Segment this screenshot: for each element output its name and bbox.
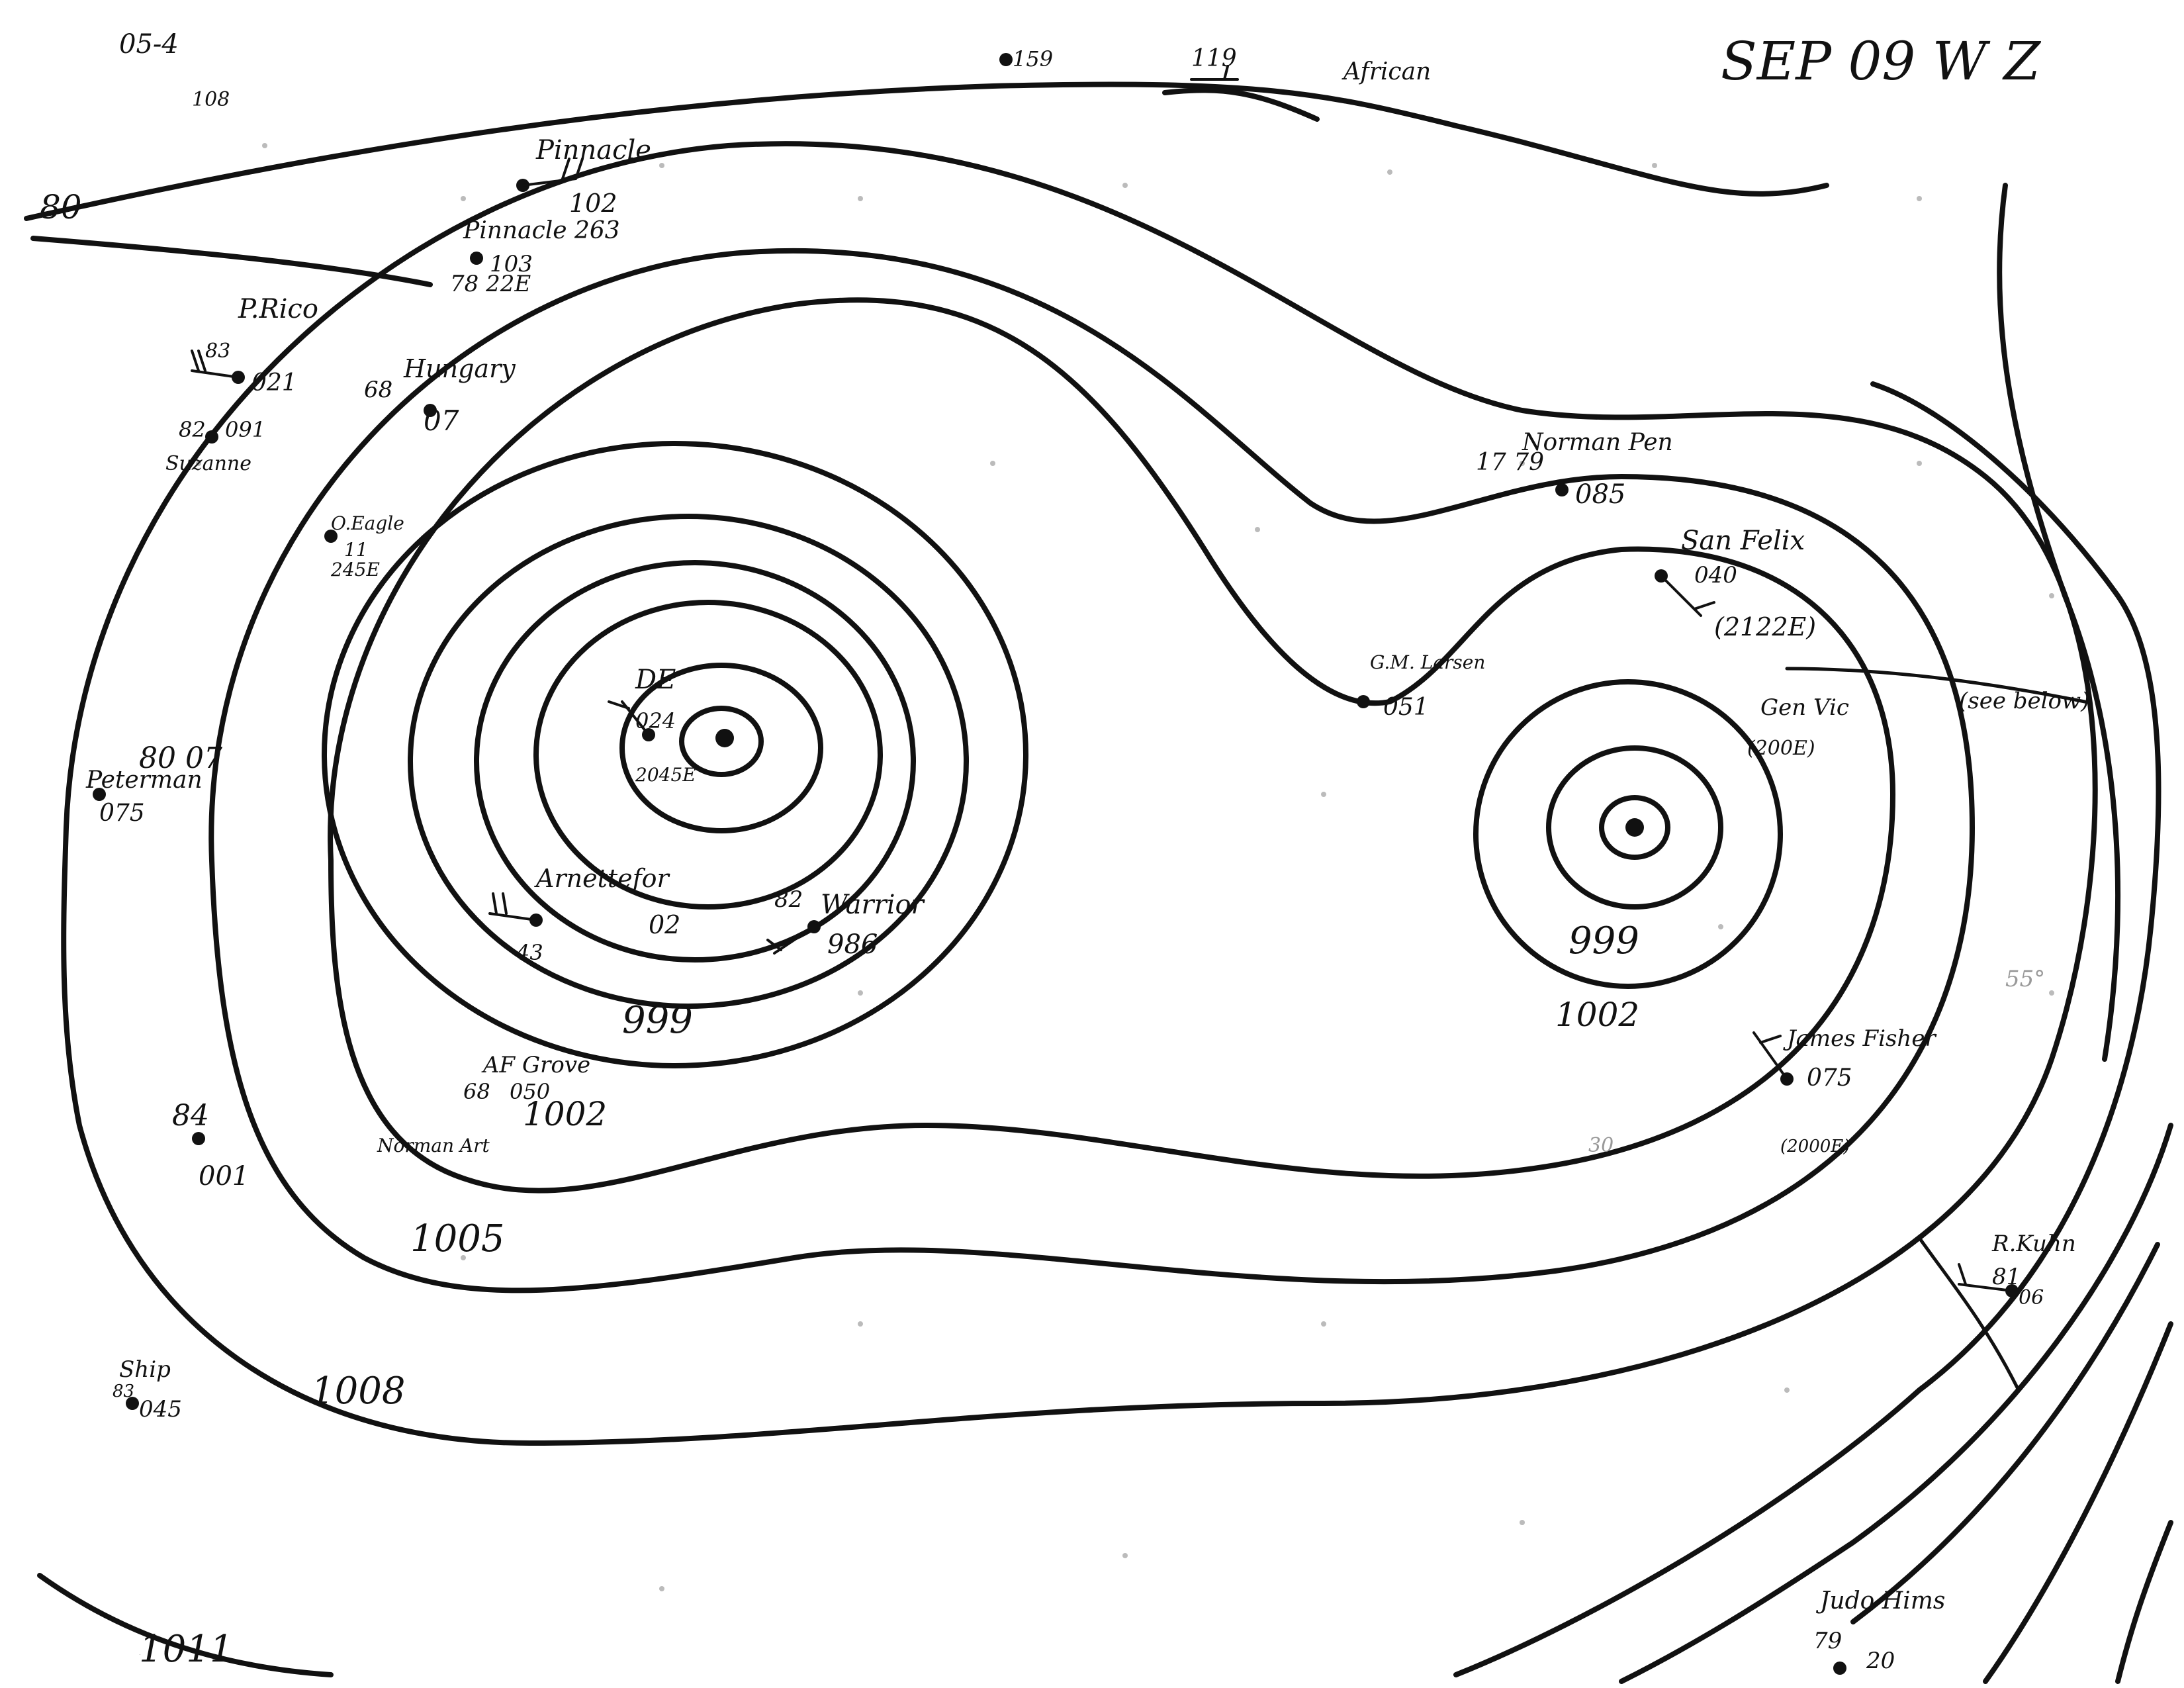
station-name: Pinnacle 263 <box>463 217 620 244</box>
station-name: Ship <box>119 1356 171 1383</box>
station-extra: 68 <box>364 377 392 403</box>
station-name: African <box>1342 58 1431 85</box>
station-pressure: 040 <box>1694 562 1737 588</box>
isobar-label: 1011 <box>139 1628 234 1671</box>
isobar-label: 1002 <box>1555 996 1639 1034</box>
misc-top-left: 05-4 <box>119 29 179 60</box>
outer-isobars <box>24 81 2173 1684</box>
station-extra: 82 <box>774 886 803 913</box>
misc-1011: 1011 <box>139 1654 141 1656</box>
isobar-label: 1005 <box>410 1217 505 1260</box>
station-extra: 245E <box>330 559 380 581</box>
station-extra: 79 <box>1813 1628 1842 1654</box>
station-pressure: 045 <box>139 1396 182 1423</box>
station-extra: 80 07 <box>139 741 222 775</box>
storm-symbols <box>715 729 1644 837</box>
misc-001: 001 <box>199 1161 249 1192</box>
station-extra: 2045E <box>635 764 696 786</box>
station-extra: 78 22E <box>450 271 531 297</box>
station-name: Norman Art <box>377 1135 490 1156</box>
station-extra: 82 <box>179 417 206 442</box>
station-pressure: 20 <box>1866 1648 1895 1674</box>
station-pressure: 075 <box>1807 1064 1852 1092</box>
east-low-isobars <box>1473 679 1783 989</box>
station-pressure: 075 <box>99 800 145 827</box>
station-name: O.Eagle <box>331 512 404 534</box>
station-extra: 81 <box>1992 1264 2021 1290</box>
station-name: Suzanne <box>165 452 251 475</box>
station-name: (see below) <box>1959 688 2089 714</box>
station-extra: 83 <box>205 340 230 363</box>
isobar-label: 999 <box>622 999 693 1042</box>
station-pressure: 06 <box>2019 1286 2044 1309</box>
station-pressure: 07 <box>424 404 459 437</box>
misc-119: 119 <box>1191 45 1237 72</box>
west-low-isobars <box>322 441 1028 1068</box>
isobar-label: 999 <box>1569 919 1639 962</box>
station-extra: 43 <box>516 940 543 965</box>
misc-30: 30 <box>1588 1134 1614 1157</box>
station-pressure: 024 <box>635 708 676 733</box>
isobar-label: 1002 <box>523 1095 607 1133</box>
station-pressure: 102 <box>569 189 617 218</box>
station-name: Judo Hims <box>1815 1587 1945 1615</box>
station-pressure: 051 <box>1383 694 1429 721</box>
station-extra: 68 <box>463 1079 490 1104</box>
station-extra: 83 <box>113 1382 134 1401</box>
west-storm-center <box>715 729 734 747</box>
misc-159: 159 <box>1013 46 1053 71</box>
isobar-labels: 999 1005 1008 1011 999 1002 1002 <box>139 919 1639 1671</box>
station-labels: Pinnacle 102 Pinnacle 263 103 78 22E P.R… <box>85 58 2089 1674</box>
station-name: Peterman <box>85 767 203 794</box>
station-pressure: 02 <box>649 910 680 939</box>
misc-labels: 05-4 108 80 119 159 55° 30 1011 84 001 <box>40 29 2045 1656</box>
east-storm-center <box>1625 818 1644 837</box>
station-name: Warrior <box>821 890 926 920</box>
station-name: Gen Vic <box>1760 694 1849 721</box>
isobar-label: 1008 <box>311 1370 406 1413</box>
station-name: G.M. Larsen <box>1370 651 1485 673</box>
misc-84: 84 <box>172 1099 209 1133</box>
station-pressure: 091 <box>225 417 265 442</box>
station-extra: (2000E) <box>1780 1137 1850 1156</box>
station-extra: 17 79 <box>1476 449 1544 476</box>
misc-corner-80: 80 <box>40 188 82 226</box>
station-pressure: 085 <box>1575 479 1625 510</box>
station-name: P.Rico <box>238 294 318 324</box>
station-pressure: 986 <box>827 929 878 960</box>
station-dots <box>93 53 2019 1675</box>
station-name: Arnettefor <box>534 864 671 893</box>
station-name: San Felix <box>1681 526 1805 556</box>
merged-isobars <box>61 141 2098 1446</box>
station-pressure: 103 <box>490 251 533 277</box>
misc-55: 55° <box>2005 966 2045 992</box>
station-name: R.Kuhn <box>1991 1231 2076 1257</box>
station-name: Norman Pen <box>1522 429 1673 456</box>
chart-title: SEP 09 W Z <box>1721 30 2041 92</box>
station-pressure: 11 <box>344 539 368 561</box>
station-name: Pinnacle <box>535 135 651 165</box>
station-name: James Fisher <box>1783 1025 1936 1052</box>
station-pressure: 050 <box>510 1079 550 1104</box>
station-pressure: 021 <box>251 369 297 397</box>
station-name: Hungary <box>403 354 516 383</box>
station-extra: (2122E) <box>1714 612 1816 641</box>
station-name: DE <box>635 665 676 695</box>
station-extra: (200E) <box>1747 737 1815 760</box>
station-name: AF Grove <box>481 1052 590 1078</box>
wind-barbs <box>191 65 2013 1292</box>
misc-top-left-num: 108 <box>192 88 230 111</box>
